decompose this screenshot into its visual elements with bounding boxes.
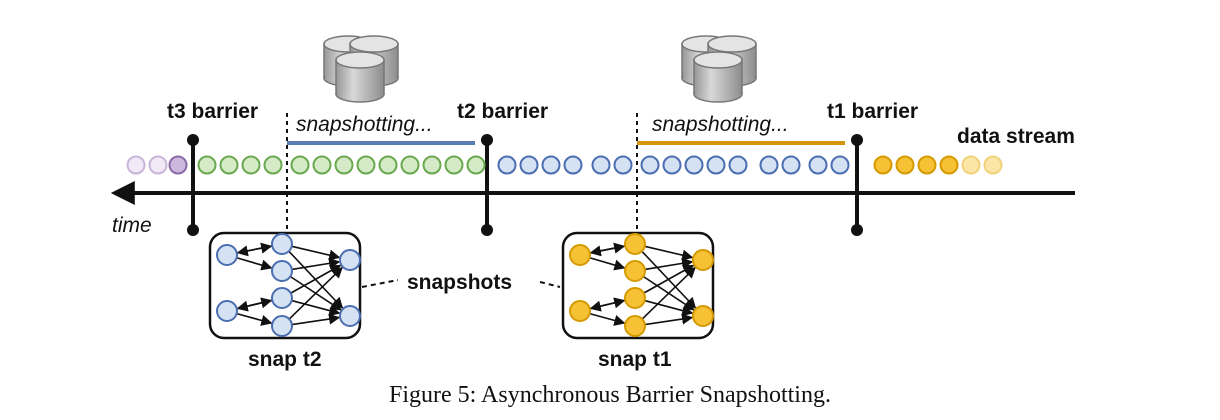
record-orange-light	[983, 155, 1003, 175]
snap-t1-label: snap t1	[598, 348, 672, 371]
operator-node	[216, 300, 238, 322]
snapshots-connector-left	[361, 279, 399, 288]
operator-node	[624, 287, 646, 309]
record-green	[444, 155, 464, 175]
record-blue	[541, 155, 561, 175]
operator-node	[624, 260, 646, 282]
record-blue	[759, 155, 779, 175]
graph-edge	[236, 299, 273, 312]
database-icon	[681, 35, 757, 103]
record-blue	[613, 155, 633, 175]
barrier-t1	[851, 134, 863, 236]
snapshotting-label-1: snapshotting...	[296, 113, 433, 136]
graph-edge	[641, 266, 696, 320]
operator-node	[624, 233, 646, 255]
record-stream	[126, 155, 1003, 175]
barrier-t3	[187, 134, 199, 236]
record-blue	[830, 155, 850, 175]
record-orange	[939, 155, 959, 175]
record-green	[400, 155, 420, 175]
record-blue	[563, 155, 583, 175]
operator-node	[271, 315, 293, 337]
record-purple-light	[126, 155, 146, 175]
barrier-t2-label: t2 barrier	[457, 100, 548, 123]
barrier-t3-label: t3 barrier	[167, 100, 258, 123]
record-blue	[728, 155, 748, 175]
graph-edge	[644, 299, 694, 317]
record-green	[219, 155, 239, 175]
operator-node	[692, 249, 714, 271]
snapshot-graph-t2	[216, 233, 361, 337]
graph-edge	[589, 312, 626, 326]
snapshotting-label-2: snapshotting...	[652, 113, 789, 136]
operator-node	[216, 244, 238, 266]
snapshots-connector-right	[539, 281, 561, 288]
record-blue	[808, 155, 828, 175]
snapshot-box-t1	[561, 231, 715, 340]
record-green	[356, 155, 376, 175]
database-cylinder	[693, 51, 743, 103]
graph-edge	[589, 299, 626, 312]
record-orange	[895, 155, 915, 175]
operator-node	[339, 249, 361, 271]
operator-node	[569, 244, 591, 266]
database-icon	[323, 35, 399, 103]
snap-t2-label: snap t2	[248, 348, 322, 371]
operator-node	[339, 305, 361, 327]
record-blue	[781, 155, 801, 175]
graph-edge	[291, 299, 341, 317]
graph-edge	[291, 257, 341, 271]
record-blue	[640, 155, 660, 175]
record-blue	[662, 155, 682, 175]
operator-node	[271, 287, 293, 309]
record-orange-light	[961, 155, 981, 175]
barrier-t1-label: t1 barrier	[827, 100, 918, 123]
record-blue	[519, 155, 539, 175]
record-purple	[168, 155, 188, 175]
operator-node	[569, 300, 591, 322]
graph-edge	[291, 245, 341, 261]
graph-edge	[236, 257, 273, 271]
barrier-t2	[481, 134, 493, 236]
data-stream-label: data stream	[957, 125, 1075, 148]
record-green	[241, 155, 261, 175]
snapshot-box-t2	[208, 231, 362, 340]
record-orange	[917, 155, 937, 175]
record-green	[312, 155, 332, 175]
graph-edge	[589, 257, 626, 271]
graph-edge	[644, 313, 694, 326]
operator-node	[692, 305, 714, 327]
snapshot-graph-t1	[569, 233, 714, 337]
graph-edge	[236, 245, 273, 257]
record-blue	[684, 155, 704, 175]
graph-edge	[288, 266, 343, 320]
record-blue	[497, 155, 517, 175]
graph-edge	[589, 245, 626, 257]
operator-node	[624, 315, 646, 337]
record-green	[290, 155, 310, 175]
record-blue	[706, 155, 726, 175]
graph-edge	[644, 245, 694, 261]
record-purple-light	[148, 155, 168, 175]
graph-edge	[644, 257, 694, 271]
operator-node	[271, 260, 293, 282]
graph-edge	[236, 312, 273, 326]
record-green	[422, 155, 442, 175]
record-green	[197, 155, 217, 175]
time-label: time	[112, 214, 152, 237]
record-green	[334, 155, 354, 175]
record-blue	[591, 155, 611, 175]
operator-node	[271, 233, 293, 255]
database-cylinder	[335, 51, 385, 103]
record-orange	[873, 155, 893, 175]
record-green	[378, 155, 398, 175]
record-green	[263, 155, 283, 175]
snapshots-label: snapshots	[407, 271, 512, 294]
record-green	[466, 155, 486, 175]
figure-caption: Figure 5: Asynchronous Barrier Snapshott…	[389, 382, 831, 408]
graph-edge	[291, 313, 341, 326]
